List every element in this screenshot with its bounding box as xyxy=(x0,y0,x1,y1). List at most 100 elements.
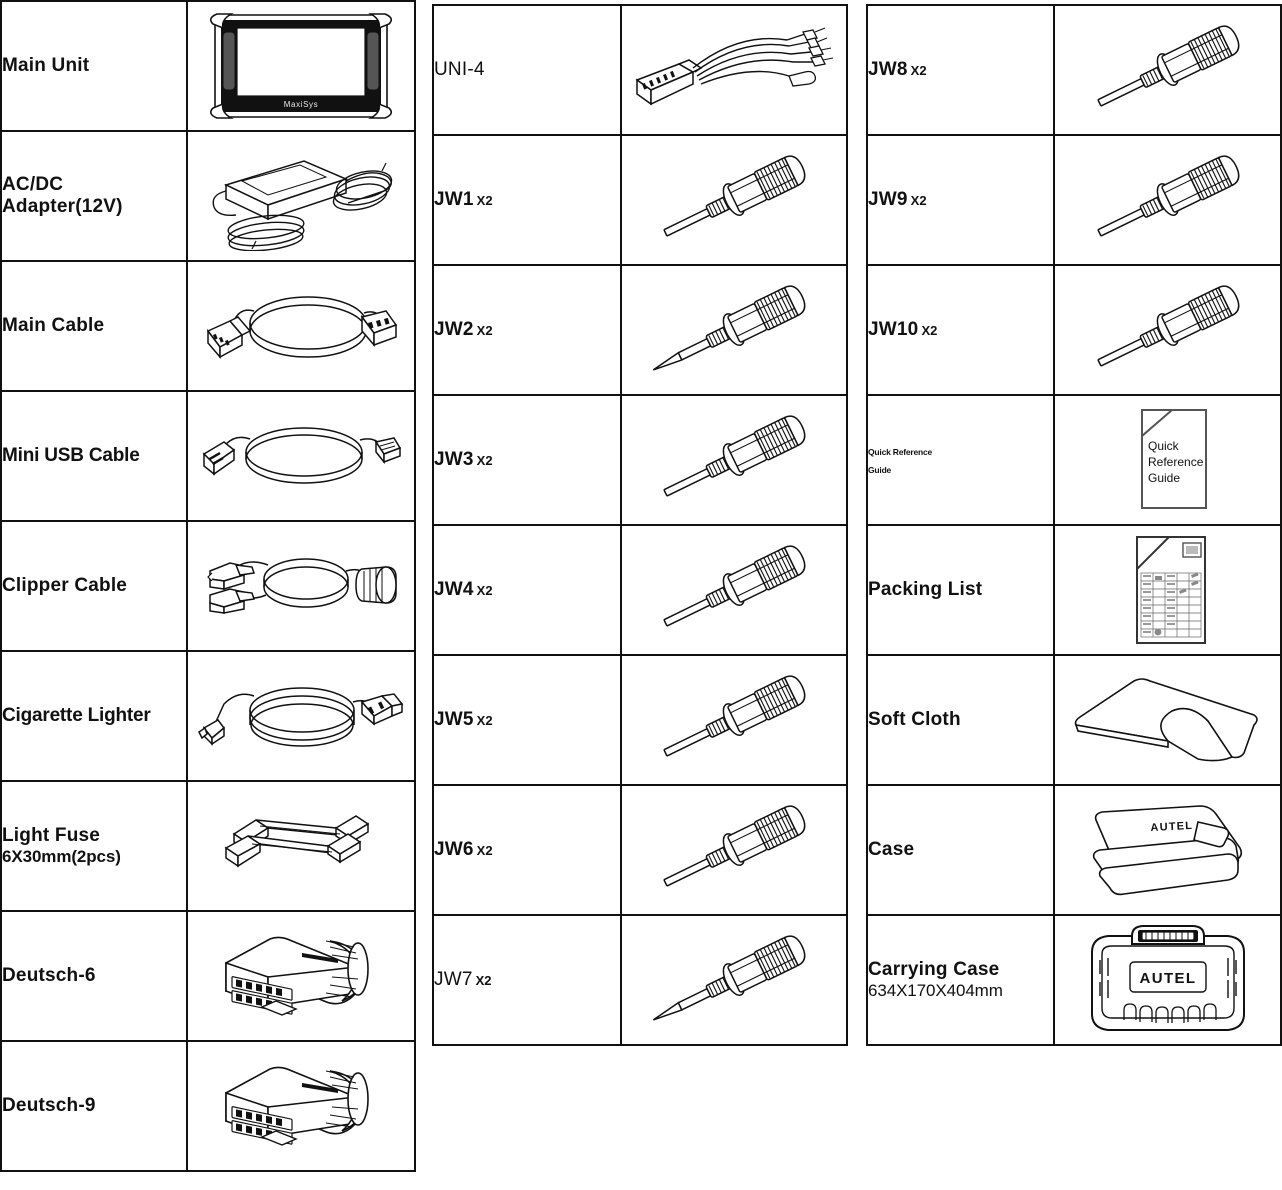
item-image-cell xyxy=(620,394,848,526)
item-label: JW5 xyxy=(434,708,474,730)
item-label: Main Unit xyxy=(2,54,90,76)
table-row: Clipper Cable xyxy=(0,520,416,652)
jumper-wire-blunt-icon xyxy=(663,805,806,887)
item-label: JW4 xyxy=(434,578,474,600)
item-image-cell xyxy=(620,4,848,136)
jumper-wire-blunt-icon xyxy=(1097,285,1239,367)
soft-cloth-icon xyxy=(1074,678,1258,762)
packing-list-doc-icon xyxy=(1135,536,1206,644)
item-image-cell xyxy=(186,130,416,262)
item-image-cell xyxy=(620,134,848,266)
table-row: Main Cable xyxy=(0,260,416,392)
item-image-cell xyxy=(186,910,416,1042)
item-image-cell xyxy=(186,260,416,392)
item-label: JW8 xyxy=(868,58,908,80)
table-row: AC/DC Adapter(12V) xyxy=(0,130,416,262)
item-image-cell xyxy=(186,650,416,782)
item-label: Light Fuse xyxy=(2,824,101,846)
item-quantity: X2 xyxy=(476,322,493,338)
jumper-wire-needle-icon xyxy=(652,935,806,1021)
item-label: JW10 xyxy=(868,318,919,340)
table-row: Carrying Case 634X170X404mm xyxy=(866,914,1282,1046)
item-label: Soft Cloth xyxy=(868,708,961,730)
item-label-cell: Case xyxy=(866,784,1055,916)
item-quantity: X2 xyxy=(476,192,493,208)
cigarette-lighter-cable-icon xyxy=(198,687,404,747)
item-label-cell: Carrying Case 634X170X404mm xyxy=(866,914,1055,1046)
item-label: JW7 xyxy=(434,968,473,990)
item-label-cell: Clipper Cable xyxy=(0,520,188,652)
table-row: Quick Reference Guide Quick Reference Gu… xyxy=(866,394,1282,526)
item-image-cell xyxy=(186,390,416,522)
item-label-cell: Mini USB Cable xyxy=(0,390,188,522)
item-label: Main Cable xyxy=(2,314,105,336)
soft-case-icon: AUTEL xyxy=(1092,805,1242,896)
table-row: Light Fuse 6X30mm(2pcs) xyxy=(0,780,416,912)
jumper-wire-blunt-icon xyxy=(663,675,806,757)
item-image-cell xyxy=(1053,134,1282,266)
item-label: Deutsch-6 xyxy=(2,964,96,986)
item-label: JW1 xyxy=(434,188,474,210)
item-label-cell: Main Unit xyxy=(0,0,188,132)
jumper-wire-blunt-icon xyxy=(663,545,806,627)
item-label: Clipper Cable xyxy=(2,574,128,596)
item-image-cell: AUTEL xyxy=(1053,914,1282,1046)
table-row: Deutsch-9 xyxy=(0,1040,416,1172)
ac-dc-adapter-icon xyxy=(212,160,393,251)
table-row: Cigarette Lighter xyxy=(0,650,416,782)
table-row: Main Unit MaxiSys xyxy=(0,0,416,132)
item-image-cell xyxy=(620,524,848,656)
item-image-cell: AUTEL xyxy=(1053,784,1282,916)
item-image-cell xyxy=(620,264,848,396)
table-row: Soft Cloth xyxy=(866,654,1282,786)
table-row: Deutsch-6 xyxy=(0,910,416,1042)
item-image-cell: Quick Reference Guide xyxy=(1053,394,1282,526)
jumper-wire-blunt-icon xyxy=(663,415,806,497)
item-label-cell: AC/DC Adapter(12V) xyxy=(0,130,188,262)
item-label: JW2 xyxy=(434,318,474,340)
item-image-cell xyxy=(1053,654,1282,786)
svg-text:Quick Reference: Quick Reference Guide xyxy=(1148,439,1207,485)
item-image-cell xyxy=(186,520,416,652)
brand-logo-text: AUTEL xyxy=(1150,820,1193,834)
item-label-cell: Deutsch-6 xyxy=(0,910,188,1042)
item-label: Carrying Case xyxy=(868,958,1000,980)
jumper-wire-blunt-icon xyxy=(1097,25,1239,107)
item-label-cell: Packing List xyxy=(866,524,1055,656)
item-quantity: X2 xyxy=(476,582,493,598)
item-image-cell xyxy=(186,1040,416,1172)
table-row: Packing List xyxy=(866,524,1282,656)
item-image-cell xyxy=(1053,4,1282,136)
accessory-table-middle: UNI-4 xyxy=(432,4,848,1046)
item-label: JW6 xyxy=(434,838,474,860)
item-label-cell: UNI-4 xyxy=(432,4,622,136)
item-label-cell: Main Cable xyxy=(0,260,188,392)
item-quantity: X2 xyxy=(475,972,492,988)
tablet-main-unit-icon: MaxiSys xyxy=(209,13,393,119)
item-label: UNI-4 xyxy=(434,58,485,80)
item-label-cell: Cigarette Lighter xyxy=(0,650,188,782)
item-image-cell xyxy=(186,780,416,912)
jumper-wire-blunt-icon xyxy=(663,155,806,237)
item-label-cell: Deutsch-9 xyxy=(0,1040,188,1172)
accessory-table-left: Main Unit MaxiSys AC/DC Adapter(12V) xyxy=(0,0,416,1172)
item-label: Cigarette Lighter xyxy=(2,704,151,726)
brand-logo-text: AUTEL xyxy=(1139,970,1196,987)
